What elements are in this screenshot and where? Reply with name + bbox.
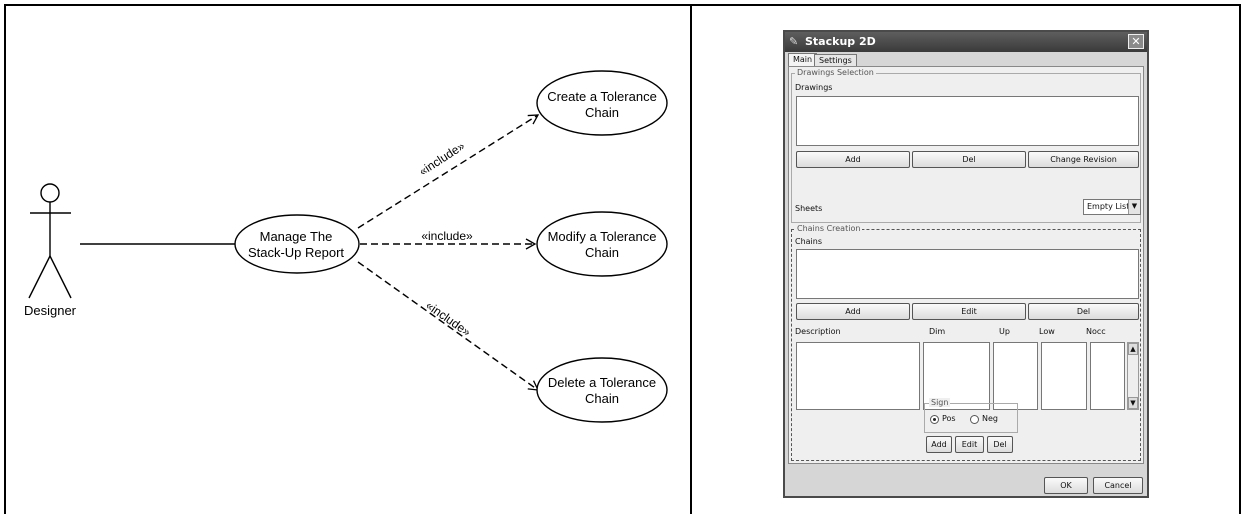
use-case-manage-line2: Stack-Up Report	[248, 245, 344, 260]
chains-del-button[interactable]: Del	[1028, 303, 1139, 320]
sign-legend: Sign	[929, 398, 951, 407]
stackup-dialog: ✎ Stackup 2D ✕ Main Settings Drawings Se…	[783, 30, 1149, 498]
sheets-label: Sheets	[795, 204, 823, 213]
scroll-down-icon[interactable]: ▼	[1128, 397, 1138, 409]
tab-settings[interactable]: Settings	[814, 54, 857, 66]
sign-pos-label: Pos	[942, 414, 956, 423]
scroll-up-icon[interactable]: ▲	[1128, 343, 1138, 355]
include-label-create: «include»	[416, 139, 467, 179]
column-dim: Dim	[929, 327, 946, 336]
include-label-delete: «include»	[423, 298, 473, 339]
drawings-selection-group	[791, 73, 1141, 223]
dialog-titlebar[interactable]: ✎ Stackup 2D ✕	[785, 32, 1147, 52]
row-add-button[interactable]: Add	[926, 436, 952, 453]
sheets-select-value: Empty List	[1087, 202, 1130, 211]
include-arrow-delete	[357, 261, 540, 391]
use-case-create	[536, 70, 668, 136]
chains-label: Chains	[795, 237, 823, 246]
values-scrollbar[interactable]: ▲ ▼	[1127, 342, 1139, 410]
drawings-list[interactable]	[796, 96, 1139, 146]
low-field[interactable]	[1041, 342, 1087, 410]
use-case-create-line1: Create a Tolerance	[547, 89, 657, 104]
cancel-button[interactable]: Cancel	[1093, 477, 1143, 494]
use-case-modify-line1: Modify a Tolerance	[548, 229, 657, 244]
sign-group	[924, 403, 1018, 433]
frame-divider	[690, 4, 692, 514]
use-case-delete	[536, 357, 668, 423]
sheets-select[interactable]: Empty List ▼	[1083, 199, 1141, 215]
use-case-create-line2: Chain	[585, 105, 619, 120]
up-field[interactable]	[993, 342, 1038, 410]
use-case-manage-line1: Manage The	[260, 229, 333, 244]
frame	[4, 4, 1241, 514]
actor-label: Designer	[24, 303, 77, 318]
actor-figure	[28, 183, 72, 299]
include-arrow-create	[357, 114, 540, 229]
dialog-title: Stackup 2D	[805, 35, 876, 48]
column-low: Low	[1039, 327, 1055, 336]
drawings-selection-legend: Drawings Selection	[795, 68, 876, 77]
chains-edit-button[interactable]: Edit	[912, 303, 1026, 320]
column-up: Up	[999, 327, 1010, 336]
use-case-diagram: Designer «include» «include» «include» M…	[24, 70, 668, 423]
use-case-delete-line1: Delete a Tolerance	[548, 375, 656, 390]
close-icon: ✕	[1131, 35, 1141, 48]
chains-list[interactable]	[796, 249, 1139, 299]
row-del-button[interactable]: Del	[987, 436, 1013, 453]
change-revision-button[interactable]: Change Revision	[1028, 151, 1139, 168]
close-button[interactable]: ✕	[1128, 34, 1144, 49]
ok-button[interactable]: OK	[1044, 477, 1088, 494]
drawings-label: Drawings	[795, 83, 833, 92]
column-description: Description	[795, 327, 841, 336]
app-icon: ✎	[789, 35, 799, 48]
chains-creation-legend: Chains Creation	[795, 224, 863, 233]
sign-pos-radio[interactable]	[930, 415, 939, 424]
use-case-modify	[536, 211, 668, 277]
column-nocc: Nocc	[1086, 327, 1106, 336]
use-case-delete-line2: Chain	[585, 391, 619, 406]
chevron-down-icon[interactable]: ▼	[1128, 200, 1140, 214]
nocc-field[interactable]	[1090, 342, 1125, 410]
sign-neg-label: Neg	[982, 414, 998, 423]
drawings-del-button[interactable]: Del	[912, 151, 1026, 168]
tab-main[interactable]: Main	[788, 53, 818, 67]
drawings-add-button[interactable]: Add	[796, 151, 910, 168]
sign-neg-radio[interactable]	[970, 415, 979, 424]
chains-add-button[interactable]: Add	[796, 303, 910, 320]
main-tab-panel: Drawings Selection Drawings Add Del Chan…	[788, 66, 1144, 464]
description-field[interactable]	[796, 342, 920, 410]
row-edit-button[interactable]: Edit	[955, 436, 984, 453]
use-case-manage	[234, 214, 360, 274]
use-case-modify-line2: Chain	[585, 245, 619, 260]
include-label-modify: «include»	[421, 229, 473, 243]
chains-creation-group	[791, 229, 1141, 461]
